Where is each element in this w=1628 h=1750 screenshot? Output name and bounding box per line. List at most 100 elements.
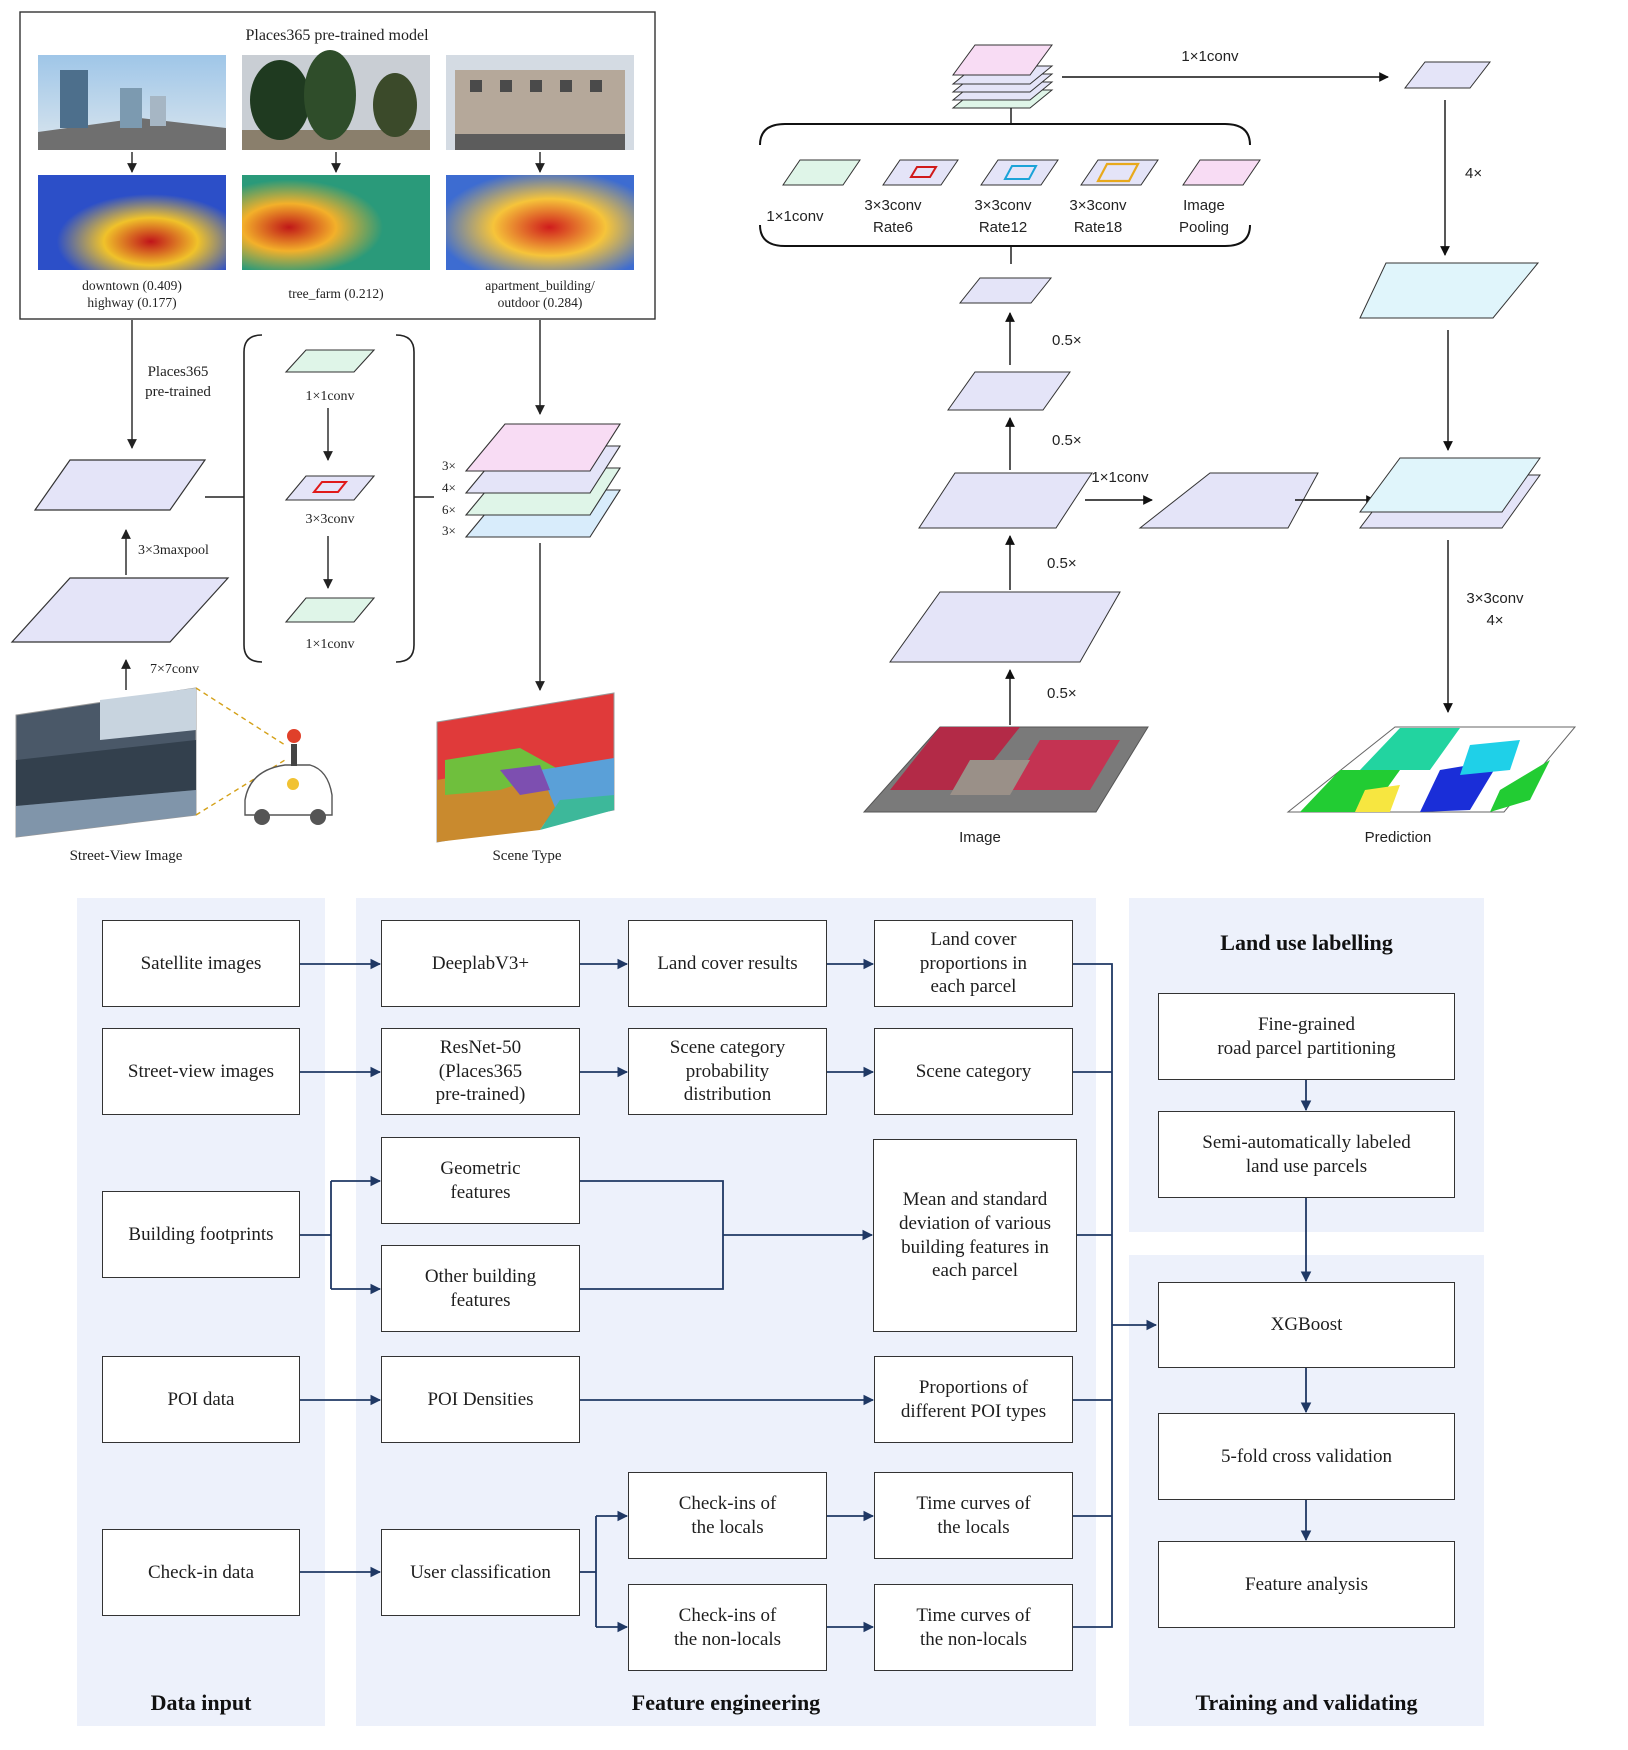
block-conv1-map [284,349,376,373]
street-photo-2 [242,50,430,150]
thumb-3-label-1: apartment_building/ [485,278,595,293]
prediction-map [1286,726,1577,813]
street-photo-1 [38,55,226,150]
box-land-cover-results: Land cover results [628,920,827,1007]
scene-type-label: Scene Type [492,848,561,864]
aspp-branch-pooling [1182,159,1261,186]
rate18-kernel [1096,162,1140,183]
box-scene-probability: Scene category probability distribution [628,1028,827,1115]
half-label-2: 0.5× [1052,432,1082,449]
block-conv3-kernel [311,481,349,493]
box-xgboost: XGBoost [1158,1282,1455,1368]
label-feature-engineering: Feature engineering [631,1690,821,1715]
low-level-feature [1138,472,1319,529]
upsampled-feature [1359,262,1540,319]
stack-label-3: 6× [442,502,456,517]
aspp-label-1: 1×1conv [766,208,824,225]
block-conv-mid-label: 3×3conv [305,512,354,527]
aspp-label-2b: Rate6 [873,219,913,236]
street-photo-3 [446,55,634,150]
places-label-2: pre-trained [145,384,211,400]
thumb-2-label-1: tree_farm (0.212) [288,286,383,301]
box-resnet50: ResNet-50 (Places365 pre-trained) [381,1028,580,1115]
places-label-1: Places365 [148,364,209,380]
stack-label-2: 4× [442,480,456,495]
concat-layer-1 [1359,457,1541,513]
scene-type-image [436,692,615,843]
half-label-1: 0.5× [1052,332,1082,349]
conv-top-output [1403,61,1492,89]
final-conv-label-1: 3×3conv [1466,590,1524,607]
box-labeled-parcels: Semi-automatically labeled land use parc… [1158,1111,1455,1198]
box-time-curves-locals: Time curves of the locals [874,1472,1073,1559]
aspp-label-3b: Rate12 [979,219,1027,236]
input-aerial-image [862,726,1149,813]
thumb-1-label-1: downtown (0.409) [82,278,182,293]
heatmap-3 [446,175,634,270]
maxpool-label: 3×3maxpool [138,543,209,558]
conv7-label: 7×7conv [150,662,199,677]
thumb-3-label-2: outdoor (0.284) [498,295,583,310]
heatmap-1 [38,175,226,270]
stack-label-4: 3× [442,523,456,538]
aspp-label-4b: Rate18 [1074,219,1122,236]
label-training: Training and validating [1195,1690,1418,1715]
aspp-branch-1x1 [782,159,861,186]
rate6-kernel [909,166,938,178]
deeplab-diagram: 1×1conv 4× 1×1conv 3×3conv Rate6 3×3conv… [759,44,1577,846]
box-checkins-nonlocals: Check-ins of the non-locals [628,1584,827,1671]
places365-title: Places365 pre-trained model [245,27,429,44]
upsample-top-label: 4× [1465,165,1482,182]
box-deeplabv3: DeeplabV3+ [381,920,580,1007]
survey-car-icon [244,729,333,825]
rate12-kernel [1003,165,1038,180]
resnet-diagram: Places365 pre-trained model downtown (0.… [10,11,656,864]
prediction-label: Prediction [1365,829,1432,846]
box-checkins-locals: Check-ins of the locals [628,1472,827,1559]
box-scene-category: Scene category [874,1028,1073,1115]
aspp-label-2a: 3×3conv [864,197,922,214]
box-geometric-features: Geometric features [381,1137,580,1224]
aspp-branch-rate12 [980,159,1059,186]
label-data-input: Data input [150,1690,252,1715]
conv-top-label: 1×1conv [1181,48,1239,65]
thumb-1-label-2: highway (0.177) [87,295,176,310]
block-conv-bot-label: 1×1conv [305,637,354,652]
encoder-level-3 [947,371,1071,411]
street-view-label: Street-View Image [70,848,183,864]
aspp-label-4a: 3×3conv [1069,197,1127,214]
stack-layer-1 [464,423,622,472]
aspp-stack-1 [952,44,1053,76]
block-conv3-map [284,475,376,501]
box-satellite-images: Satellite images [102,920,300,1007]
box-check-in-data: Check-in data [102,1529,300,1616]
conv7-feature-map [10,577,230,643]
box-land-cover-proportions: Land cover proportions in each parcel [874,920,1073,1007]
box-other-building-features: Other building features [381,1245,580,1332]
aspp-branch-rate6 [882,159,959,186]
box-user-classification: User classification [381,1529,580,1616]
half-label-4: 0.5× [1047,685,1077,702]
stack-label-1: 3× [442,458,456,473]
box-poi-densities: POI Densities [381,1356,580,1443]
encoder-level-4 [958,277,1053,304]
box-poi-data: POI data [102,1356,300,1443]
box-building-footprints: Building footprints [102,1191,300,1278]
image-label: Image [959,829,1001,846]
mid-conv-label: 1×1conv [1091,469,1149,486]
encoder-level-1 [889,591,1121,663]
box-road-parcel-partitioning: Fine-grained road parcel partitioning [1158,993,1455,1080]
block-conv-top-label: 1×1conv [305,389,354,404]
aspp-label-5b: Pooling [1179,219,1229,236]
aspp-label-5a: Image [1183,197,1225,214]
heatmap-2 [242,175,430,270]
block-conv1b-map [284,597,376,623]
box-feature-analysis: Feature analysis [1158,1541,1455,1628]
box-poi-proportions: Proportions of different POI types [874,1356,1073,1443]
pool-feature-map [33,459,207,511]
encoder-level-2 [918,472,1093,529]
final-conv-label-2: 4× [1486,612,1503,629]
label-land-use-labelling: Land use labelling [1220,930,1393,955]
box-time-curves-nonlocals: Time curves of the non-locals [874,1584,1073,1671]
